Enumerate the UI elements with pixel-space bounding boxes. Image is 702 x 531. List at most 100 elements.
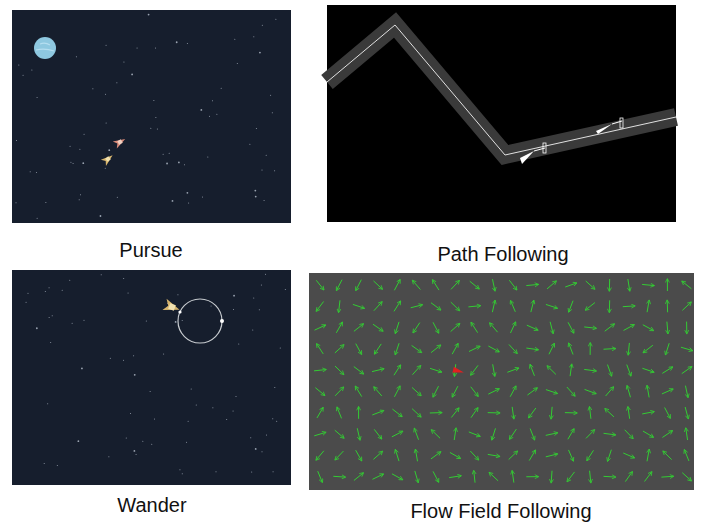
wander-target xyxy=(220,319,224,323)
stars xyxy=(26,274,286,475)
star xyxy=(186,442,187,443)
star xyxy=(187,43,188,44)
star xyxy=(186,192,188,194)
panel-caption: Flow Field Following xyxy=(410,499,591,523)
star xyxy=(105,94,106,95)
flow-arrow xyxy=(569,450,574,461)
vehicles xyxy=(520,118,623,164)
star xyxy=(128,292,129,293)
star xyxy=(191,389,192,390)
star xyxy=(262,451,263,452)
flow-arrow xyxy=(587,450,594,460)
path-line xyxy=(327,25,676,155)
star xyxy=(255,448,257,450)
flow-arrow xyxy=(568,429,574,439)
flow-arrow xyxy=(451,324,460,332)
star xyxy=(116,82,117,83)
star xyxy=(233,309,234,310)
flow-arrow xyxy=(471,323,477,333)
flow-arrow xyxy=(356,344,362,355)
flow-arrow xyxy=(452,386,458,397)
flow-arrow xyxy=(336,322,342,332)
flow-arrow xyxy=(337,280,342,291)
flow-arrow xyxy=(510,322,515,333)
star xyxy=(36,327,38,329)
flow-arrow xyxy=(354,324,363,331)
flow-arrow xyxy=(431,452,441,459)
star xyxy=(108,456,109,457)
flow-arrow xyxy=(569,343,573,354)
flow-arrow xyxy=(469,432,480,436)
flow-arrow xyxy=(590,471,591,483)
flow-arrow xyxy=(431,430,440,438)
star xyxy=(266,155,267,156)
flow-arrow xyxy=(529,450,535,460)
panel-caption: Wander xyxy=(117,493,186,517)
flow-arrow xyxy=(661,476,673,478)
star xyxy=(23,75,24,76)
flow-arrow xyxy=(335,387,343,396)
flow-arrow xyxy=(644,472,651,482)
flow-arrow xyxy=(625,472,632,482)
star xyxy=(134,374,136,376)
wander-circle xyxy=(178,299,222,343)
star xyxy=(126,437,127,438)
flow-arrow xyxy=(682,367,692,374)
star xyxy=(261,284,262,285)
flow-arrow xyxy=(433,386,438,397)
star xyxy=(157,129,158,130)
star xyxy=(92,88,93,89)
flow-arrow xyxy=(647,300,649,312)
flow-arrow xyxy=(492,300,495,312)
flow-arrow xyxy=(488,346,499,352)
flow-arrow xyxy=(471,408,478,418)
star xyxy=(172,200,174,202)
flow-arrow xyxy=(314,432,325,435)
flow-arrow xyxy=(451,302,460,310)
flow-arrow xyxy=(643,345,653,352)
star xyxy=(262,25,263,26)
flow-arrow xyxy=(413,280,421,289)
flow-arrow xyxy=(474,471,475,483)
flow-arrow xyxy=(510,429,517,439)
star xyxy=(47,403,48,404)
flow-arrow xyxy=(373,281,382,289)
star xyxy=(265,274,266,275)
flow-arrow xyxy=(372,411,383,415)
flow-arrow xyxy=(373,451,382,459)
flow-arrow xyxy=(317,344,324,354)
star xyxy=(256,128,257,129)
flow-arrow xyxy=(335,451,343,460)
flow-arrow xyxy=(547,281,556,289)
flow-arrow xyxy=(686,428,688,440)
flow-arrow xyxy=(335,345,344,353)
flow-arrow xyxy=(507,368,518,372)
flow-arrow xyxy=(450,452,460,458)
flow-arrow xyxy=(529,408,536,418)
star xyxy=(155,117,156,118)
space-panel xyxy=(12,270,291,485)
star xyxy=(146,320,147,321)
flow-arrow xyxy=(413,323,420,333)
flow-arrow xyxy=(315,325,326,330)
flow-arrow xyxy=(454,428,456,440)
flow-arrow xyxy=(433,471,438,482)
space-panel xyxy=(12,10,291,223)
star xyxy=(209,116,210,117)
flow-arrow xyxy=(374,429,381,439)
star xyxy=(233,411,234,412)
flow-vehicle xyxy=(452,367,464,376)
star xyxy=(73,163,74,164)
flow-arrow xyxy=(469,346,480,351)
flow-arrow xyxy=(608,450,612,461)
flow-arrow xyxy=(662,389,673,394)
star xyxy=(238,343,239,344)
star xyxy=(45,291,46,292)
flow-arrow xyxy=(395,322,399,333)
star xyxy=(136,454,137,455)
star xyxy=(70,162,71,163)
star xyxy=(69,280,70,281)
flow-arrow xyxy=(546,433,558,436)
star xyxy=(212,407,213,408)
flow-arrow xyxy=(337,407,341,418)
